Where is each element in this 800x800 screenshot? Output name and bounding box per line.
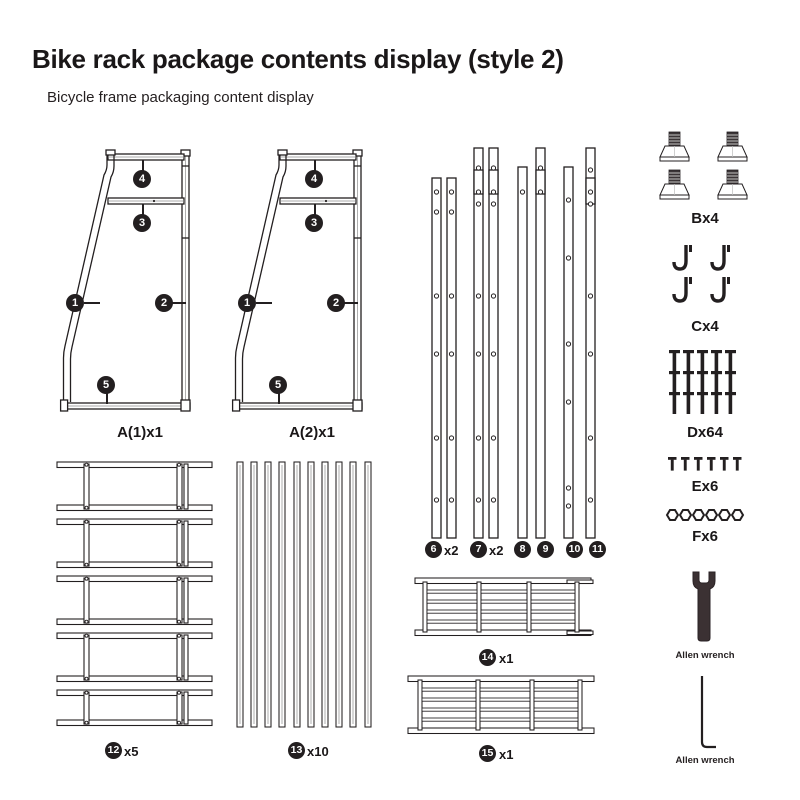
page-subtitle: Bicycle frame packaging content display [47, 89, 314, 106]
tool-1-group [688, 571, 722, 642]
frame-a1-leader-2 [172, 302, 186, 304]
part-15-drawing [407, 675, 595, 735]
frame-a2-leader-2 [344, 302, 358, 304]
hex-nut-icon [666, 509, 744, 521]
bar-badge-7: 7 [470, 541, 487, 558]
frame-a1-leader-5 [106, 390, 108, 404]
bar-badge-9: 9 [537, 541, 554, 558]
vertical-bars-group [425, 147, 610, 543]
hardware-b-label: Bx4 [691, 210, 719, 227]
part-13-group [236, 461, 377, 728]
part-14-qty: x1 [499, 651, 514, 666]
part-14-group [414, 577, 595, 640]
bar-qty-7: x2 [489, 543, 504, 558]
frame-a1-callout-2: 2 [155, 294, 173, 312]
frame-a2-drawing [231, 149, 363, 412]
frame-a2-callout-1: 1 [238, 294, 256, 312]
part-12-drawing [56, 461, 213, 727]
page-title: Bike rack package contents display (styl… [32, 44, 564, 74]
frame-a2-group: 4 3 1 2 5 [231, 149, 392, 425]
open-wrench-icon [692, 571, 716, 642]
tool-2-group [690, 676, 720, 750]
bar-badge-11: 11 [589, 541, 606, 558]
part-14-badge: 14 [479, 649, 496, 666]
part-13-qty: x10 [307, 744, 329, 759]
tool-1-label: Allen wrench [675, 650, 735, 661]
hardware-e-group [667, 455, 747, 475]
part-13-badge: 13 [288, 742, 305, 759]
part-15-badge: 15 [479, 745, 496, 762]
frame-a1-leader-3 [142, 204, 144, 216]
bar-badge-6: 6 [425, 541, 442, 558]
bar-badge-10: 10 [566, 541, 583, 558]
frame-a1-drawing [59, 149, 191, 412]
hardware-d-group [668, 350, 748, 414]
part-12-group [56, 461, 213, 727]
frame-a2-callout-2: 2 [327, 294, 345, 312]
part-12-badge: 12 [105, 742, 122, 759]
l-key-icon [700, 676, 716, 749]
hardware-f-group [666, 508, 746, 524]
short-bolt-icon [668, 457, 742, 471]
hardware-c-group [672, 243, 738, 305]
leveling-foot-icon [659, 131, 748, 200]
bar-badge-8: 8 [514, 541, 531, 558]
frame-a1-callout-1: 1 [66, 294, 84, 312]
long-bolt-icon [669, 350, 736, 414]
hardware-b-group [650, 131, 760, 204]
j-hook-icon [672, 243, 732, 303]
part-12-qty: x5 [124, 744, 139, 759]
vertical-bars-drawing [431, 147, 596, 539]
part-14-drawing [414, 577, 594, 637]
frame-a1-caption: A(1)x1 [117, 424, 163, 441]
frame-a2-leader-5 [278, 390, 280, 404]
frame-a2-leader-1 [256, 302, 272, 304]
frame-a2-caption: A(2)x1 [289, 424, 335, 441]
frame-a1-callout-3: 3 [133, 214, 151, 232]
part-15-group [407, 675, 598, 738]
hardware-e-label: Ex6 [691, 478, 719, 495]
hardware-c-label: Cx4 [691, 318, 719, 335]
frame-a1-callout-5: 5 [97, 376, 115, 394]
hardware-d-label: Dx64 [687, 424, 723, 441]
part-13-drawing [236, 461, 372, 728]
frame-a1-leader-4 [142, 160, 144, 172]
frame-a2-leader-3 [314, 204, 316, 216]
tool-2-label: Allen wrench [675, 755, 735, 766]
hardware-f-label: Fx6 [692, 528, 718, 545]
frame-a1-leader-1 [84, 302, 100, 304]
bar-qty-6: x2 [444, 543, 459, 558]
frame-a2-leader-4 [314, 160, 316, 172]
frame-a2-callout-5: 5 [269, 376, 287, 394]
frame-a2-callout-4: 4 [305, 170, 323, 188]
part-15-qty: x1 [499, 747, 514, 762]
frame-a1-callout-4: 4 [133, 170, 151, 188]
frame-a1-group: 4 3 1 2 5 [59, 149, 220, 425]
frame-a2-callout-3: 3 [305, 214, 323, 232]
